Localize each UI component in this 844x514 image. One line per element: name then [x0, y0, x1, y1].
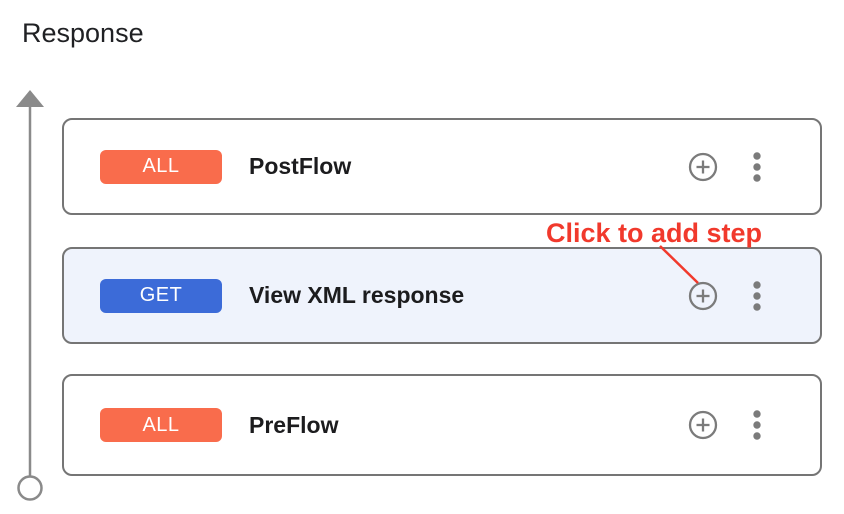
plus-circle-icon	[688, 152, 718, 181]
method-badge: ALL	[100, 408, 222, 442]
kebab-menu-icon	[753, 280, 761, 311]
flow-card-view-xml-response[interactable]: GET View XML response	[62, 247, 822, 344]
kebab-menu-icon	[753, 410, 761, 440]
plus-circle-icon	[688, 281, 718, 310]
flow-label: View XML response	[249, 282, 465, 308]
flow-label: PreFlow	[249, 411, 339, 438]
flow-card-preflow[interactable]: ALL PreFlow	[62, 374, 822, 476]
more-options-button[interactable]	[752, 278, 762, 314]
flow-card-postflow[interactable]: ALL PostFlow	[62, 118, 822, 215]
plus-circle-icon	[688, 410, 718, 440]
annotation-text: Click to add step	[546, 218, 763, 248]
more-options-button[interactable]	[752, 149, 762, 185]
kebab-menu-icon	[753, 151, 761, 182]
add-step-button[interactable]	[688, 410, 718, 440]
add-step-button[interactable]	[688, 152, 718, 182]
flow-lane-arrow-icon	[16, 90, 44, 501]
more-options-button[interactable]	[752, 407, 762, 443]
method-badge: ALL	[100, 149, 222, 184]
flow-label: PostFlow	[249, 153, 352, 179]
page-title: Response	[22, 18, 144, 48]
add-step-button[interactable]	[688, 281, 718, 311]
method-badge: GET	[100, 278, 222, 313]
